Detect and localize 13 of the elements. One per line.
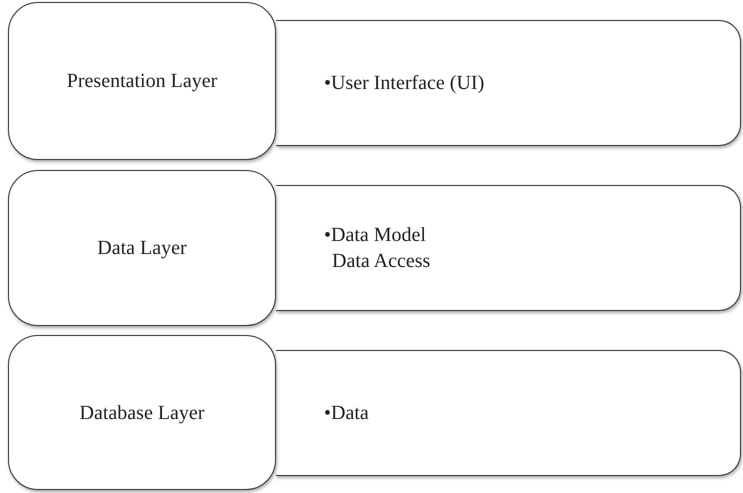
bullet-item: •User Interface (UI) bbox=[324, 71, 486, 96]
description-box bbox=[276, 20, 741, 146]
layer-title: Presentation Layer bbox=[66, 69, 218, 94]
layer-title: Data Layer bbox=[97, 236, 187, 261]
bullet-item: •Data bbox=[324, 401, 370, 426]
description-box bbox=[276, 185, 741, 311]
description-box bbox=[276, 350, 741, 476]
layer-box bbox=[8, 2, 276, 160]
layer-box bbox=[8, 335, 276, 490]
bullet-item: Data Access bbox=[331, 249, 432, 274]
bullet-item: •Data Model bbox=[324, 223, 427, 248]
layer-title: Database Layer bbox=[80, 400, 204, 426]
layer-box bbox=[8, 170, 276, 326]
